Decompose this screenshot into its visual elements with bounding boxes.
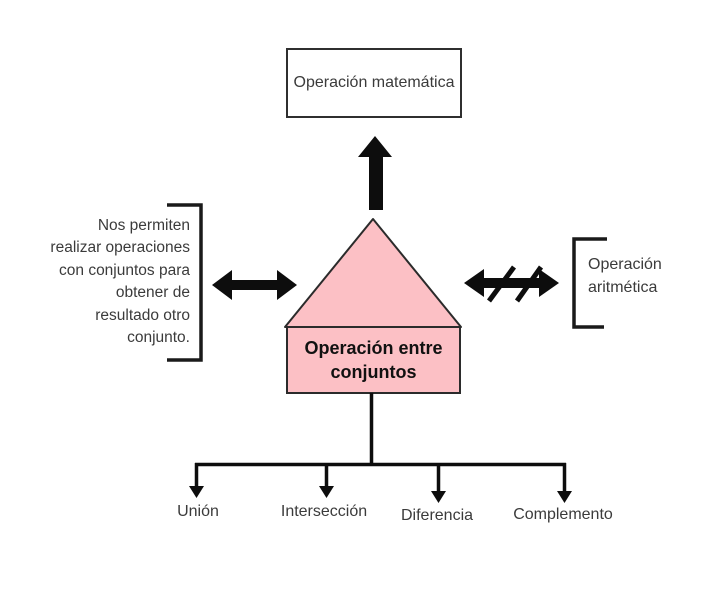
down-arrow-icon bbox=[557, 463, 572, 503]
operation-label-complemento: Complemento bbox=[513, 506, 613, 523]
right-note: Operación aritmética bbox=[588, 253, 680, 299]
left-note-line: con conjuntos para bbox=[59, 261, 190, 279]
operation-label-union: Unión bbox=[177, 503, 219, 520]
house-label: Operación entre conjuntos bbox=[304, 337, 443, 382]
crossed-double-arrow-icon bbox=[464, 265, 559, 303]
left-note-line: Nos permiten bbox=[97, 217, 190, 234]
left-note-line: obtener de bbox=[115, 284, 190, 302]
left-bracket-icon bbox=[167, 203, 203, 362]
operation-label-interseccion: Intersección bbox=[280, 503, 368, 520]
right-note-label: Operación aritmética bbox=[588, 256, 662, 296]
house-body bbox=[286, 326, 461, 394]
house-roof bbox=[284, 218, 462, 328]
title-box: Operación matemática bbox=[286, 48, 462, 118]
right-bracket-icon bbox=[572, 237, 607, 329]
double-arrow-icon bbox=[212, 270, 297, 300]
left-note-line: conjunto. bbox=[127, 329, 190, 347]
down-arrow-icon bbox=[431, 463, 446, 503]
down-arrow-icon bbox=[319, 463, 334, 498]
down-arrow-icon bbox=[189, 463, 204, 498]
left-note-line: realizar operaciones bbox=[50, 239, 190, 257]
left-note-line: resultado otro bbox=[95, 306, 190, 324]
up-arrow-icon bbox=[358, 136, 392, 210]
left-note: Nos permiten realizar operaciones con co… bbox=[50, 215, 190, 349]
title-box-label: Operación matemática bbox=[293, 74, 455, 91]
operation-label-diferencia: Diferencia bbox=[400, 507, 474, 524]
